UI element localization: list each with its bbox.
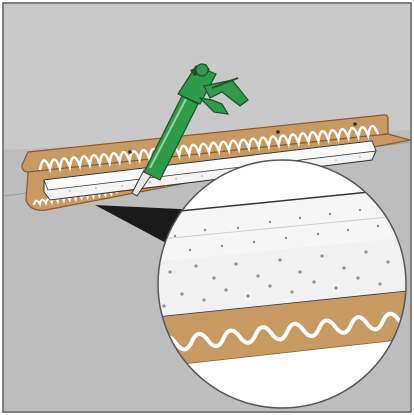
screw-hole <box>353 122 357 126</box>
screw-hole <box>128 150 132 154</box>
screw-hole <box>276 130 280 134</box>
